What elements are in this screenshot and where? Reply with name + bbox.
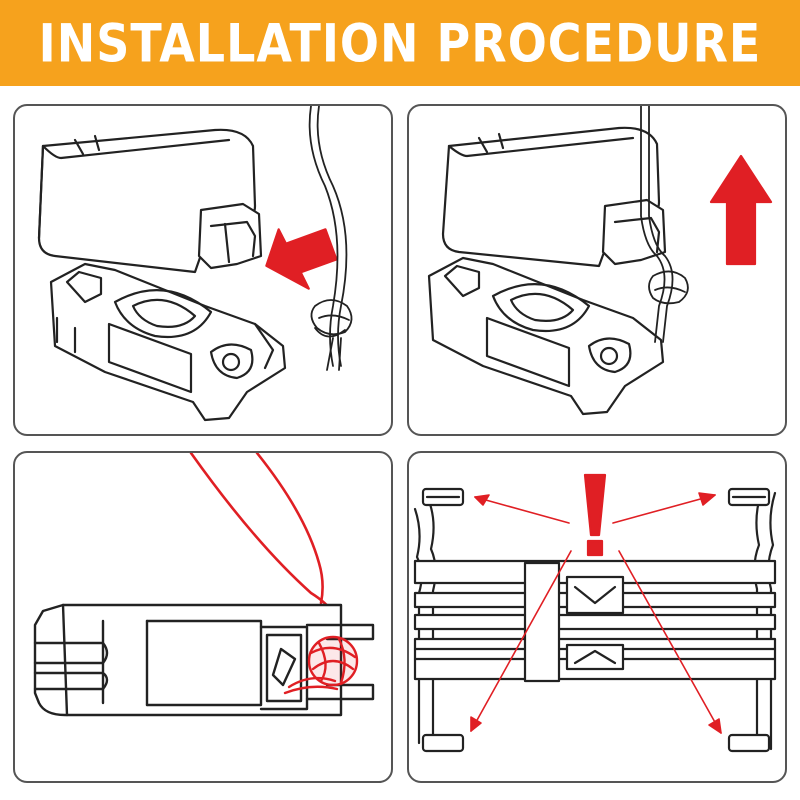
- step-1-panel: [13, 104, 393, 436]
- step-3-illustration: [33, 453, 375, 717]
- step-4-panel: [407, 451, 787, 783]
- step-1-illustration: [37, 106, 353, 422]
- pointer-arrows: [470, 492, 722, 734]
- arrow-up-icon: [709, 154, 773, 266]
- top-cover: [441, 126, 667, 268]
- step-4-illustration: [413, 473, 777, 753]
- step-2-illustration: [427, 106, 773, 416]
- page-title: INSTALLATION PROCEDURE: [38, 11, 762, 75]
- top-cover: [37, 128, 263, 274]
- bottom-base: [49, 262, 287, 422]
- header-banner: INSTALLATION PROCEDURE: [0, 0, 800, 86]
- bottom-base: [427, 256, 665, 416]
- step-2-panel: [407, 104, 787, 436]
- red-knot: [283, 635, 359, 695]
- red-cord: [189, 453, 335, 615]
- track-assembly: [413, 487, 777, 753]
- arrow-left-icon: [265, 228, 338, 290]
- cord-with-knot: [640, 106, 689, 343]
- cord-with-knot: [308, 106, 353, 371]
- clip-side-view: [33, 603, 375, 717]
- exclamation-icon: [583, 473, 607, 557]
- step-3-panel: [13, 451, 393, 783]
